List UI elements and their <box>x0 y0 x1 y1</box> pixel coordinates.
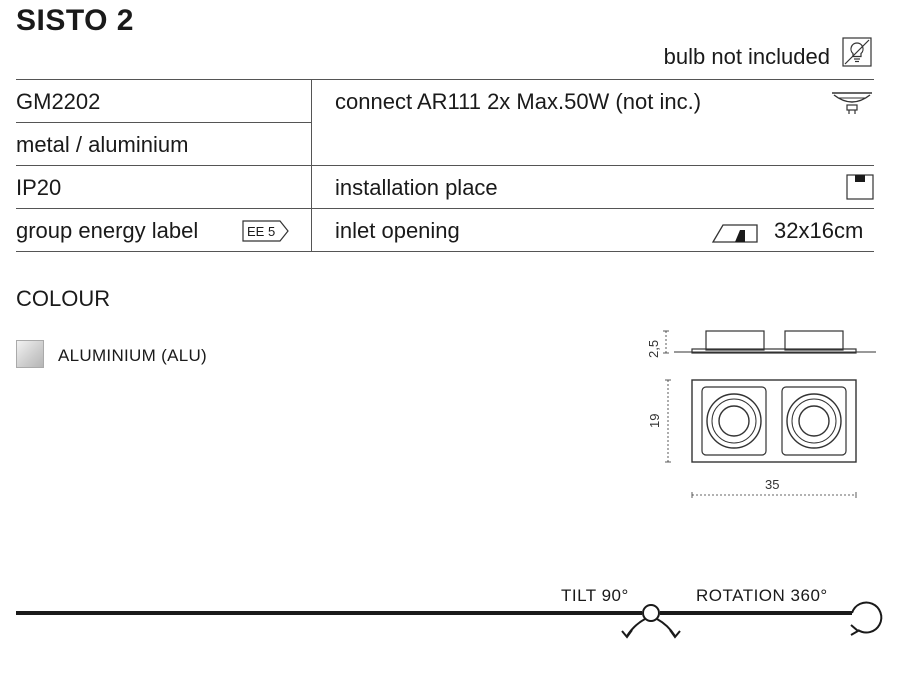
table-bottom-rule <box>16 251 874 252</box>
inlet-opening-icon <box>711 224 758 243</box>
colour-swatch-aluminium <box>16 340 44 368</box>
bulb-crossed-icon <box>842 37 872 67</box>
inlet-size: 32x16cm <box>774 218 864 243</box>
technical-drawing: 2,5 19 35 <box>646 330 876 498</box>
rotation-arrow-icon <box>850 601 883 636</box>
top-view-frame <box>691 379 857 463</box>
table-row-rule <box>16 165 874 166</box>
ar111-lamp-icon <box>832 92 872 114</box>
ceiling-mount-icon <box>846 174 874 200</box>
installation-spec: installation place <box>335 175 498 200</box>
height-dimension: 2,5 <box>646 340 661 358</box>
product-material: metal / aluminium <box>16 132 189 157</box>
tilt-arrows-icon <box>621 604 681 639</box>
tilt-label: TILT 90° <box>561 586 629 605</box>
connect-spec: connect AR111 2x Max.50W (not inc.) <box>335 89 702 114</box>
product-code: GM2202 <box>16 89 101 114</box>
product-title: SISTO 2 <box>16 4 134 37</box>
energy-badge-text: EE 5 <box>247 224 275 239</box>
energy-label-text: group energy label <box>16 218 199 243</box>
colour-option-label: ALUMINIUM (ALU) <box>58 346 208 365</box>
inlet-spec: inlet opening <box>335 218 460 243</box>
motion-diagram <box>16 601 883 639</box>
table-row-rule <box>16 122 311 123</box>
side-view-module-left <box>705 330 765 351</box>
depth-dimension: 19 <box>647 414 662 428</box>
energy-badge: EE 5 <box>242 220 289 242</box>
side-view-module-right <box>784 330 844 351</box>
colour-title: COLOUR <box>16 286 111 311</box>
width-dimension: 35 <box>765 477 779 492</box>
top-view-module-right <box>781 386 847 456</box>
rotation-label: ROTATION 360° <box>696 586 828 605</box>
table-row-rule <box>16 208 874 209</box>
ip-rating: IP20 <box>16 175 62 200</box>
table-column-divider <box>311 79 312 251</box>
table-top-rule <box>16 79 874 80</box>
bulb-note: bulb not included <box>663 44 830 69</box>
top-view-module-left <box>701 386 767 456</box>
side-view-trim <box>691 348 857 354</box>
